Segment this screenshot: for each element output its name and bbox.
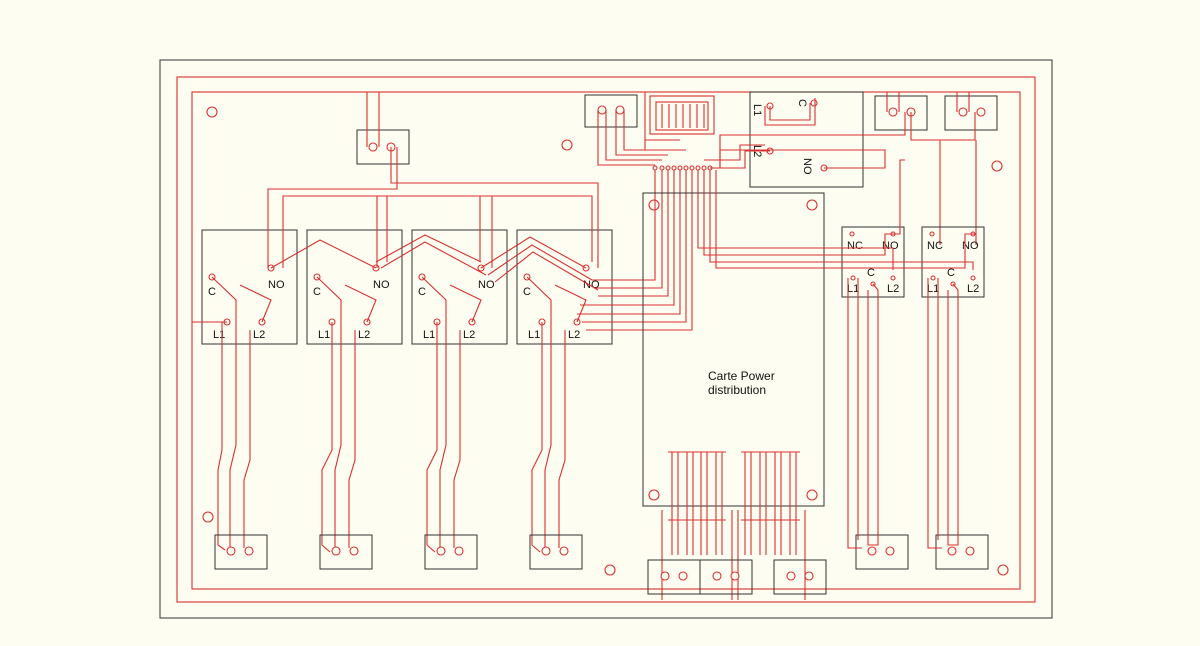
relay-2-l1-label: L1 bbox=[318, 329, 330, 341]
relay-1-no-label: NO bbox=[268, 279, 285, 291]
top-right-connectors bbox=[719, 92, 998, 245]
relay-output-traces bbox=[192, 276, 587, 553]
top-relay-l1-label: L1 bbox=[751, 104, 763, 116]
top-left-connector bbox=[584, 94, 674, 166]
power-card-title: Carte Power bbox=[708, 369, 775, 383]
board-outline bbox=[159, 59, 1053, 619]
power-card-subtitle: distribution bbox=[708, 383, 766, 397]
small-relay-1-no-label: NO bbox=[882, 240, 899, 252]
small-relay-2-l1-label: L1 bbox=[927, 283, 939, 295]
relay-4-l2-label: L2 bbox=[568, 329, 580, 341]
relay-3-no-label: NO bbox=[478, 279, 495, 291]
relay-zigzag-traces bbox=[270, 234, 599, 291]
relay-2-c-label: C bbox=[313, 286, 321, 298]
relay-no-bus bbox=[267, 147, 599, 268]
bottom-terminal-blocks bbox=[214, 534, 989, 570]
small-relay-2-nc-label: NC bbox=[927, 240, 943, 252]
relay-3-l2-label: L2 bbox=[463, 329, 475, 341]
relay-to-card-traces bbox=[577, 170, 693, 331]
relay-4-no-label: NO bbox=[583, 279, 600, 291]
relay-3-c-label: C bbox=[418, 286, 426, 298]
card-bottom-pin-array bbox=[661, 451, 806, 600]
top-relay-no-label: NO bbox=[801, 158, 813, 175]
relay-module-2: C NO L1 L2 bbox=[306, 229, 403, 345]
small-relay-1-l1-label: L1 bbox=[847, 283, 859, 295]
card-header-pins bbox=[652, 165, 713, 171]
small-relay-1-c-label: C bbox=[867, 267, 875, 279]
small-relay-2-no-label: NO bbox=[962, 240, 979, 252]
power-distribution-card: Carte Power distribution bbox=[642, 192, 825, 507]
small-relay-1-nc-label: NC bbox=[847, 240, 863, 252]
top-connector bbox=[356, 92, 410, 165]
relay-4-c-label: C bbox=[523, 286, 531, 298]
relay-1-l1-label: L1 bbox=[213, 329, 225, 341]
relay-2-l2-label: L2 bbox=[358, 329, 370, 341]
small-relay-2-c-label: C bbox=[947, 267, 955, 279]
relay-1-l2-label: L2 bbox=[253, 329, 265, 341]
small-relay-2-l2-label: L2 bbox=[967, 283, 979, 295]
relay-4-l1-label: L1 bbox=[528, 329, 540, 341]
ground-ring-inner bbox=[191, 91, 1021, 590]
relay-1-c-label: C bbox=[208, 286, 216, 298]
card-to-small-relays bbox=[697, 159, 976, 549]
top-relay-module: L1 C L2 NO bbox=[704, 91, 886, 188]
ground-ring-outer bbox=[176, 76, 1036, 603]
top-relay-c-label: C bbox=[796, 99, 808, 107]
relay-3-l1-label: L1 bbox=[423, 329, 435, 341]
relay-module-3: C NO L1 L2 bbox=[411, 229, 508, 345]
relay-2-no-label: NO bbox=[373, 279, 390, 291]
mounting-holes bbox=[202, 106, 1009, 576]
ribbon-connector bbox=[644, 92, 715, 151]
bottom-power-terminals bbox=[647, 559, 827, 595]
small-relay-1-l2-label: L2 bbox=[887, 283, 899, 295]
